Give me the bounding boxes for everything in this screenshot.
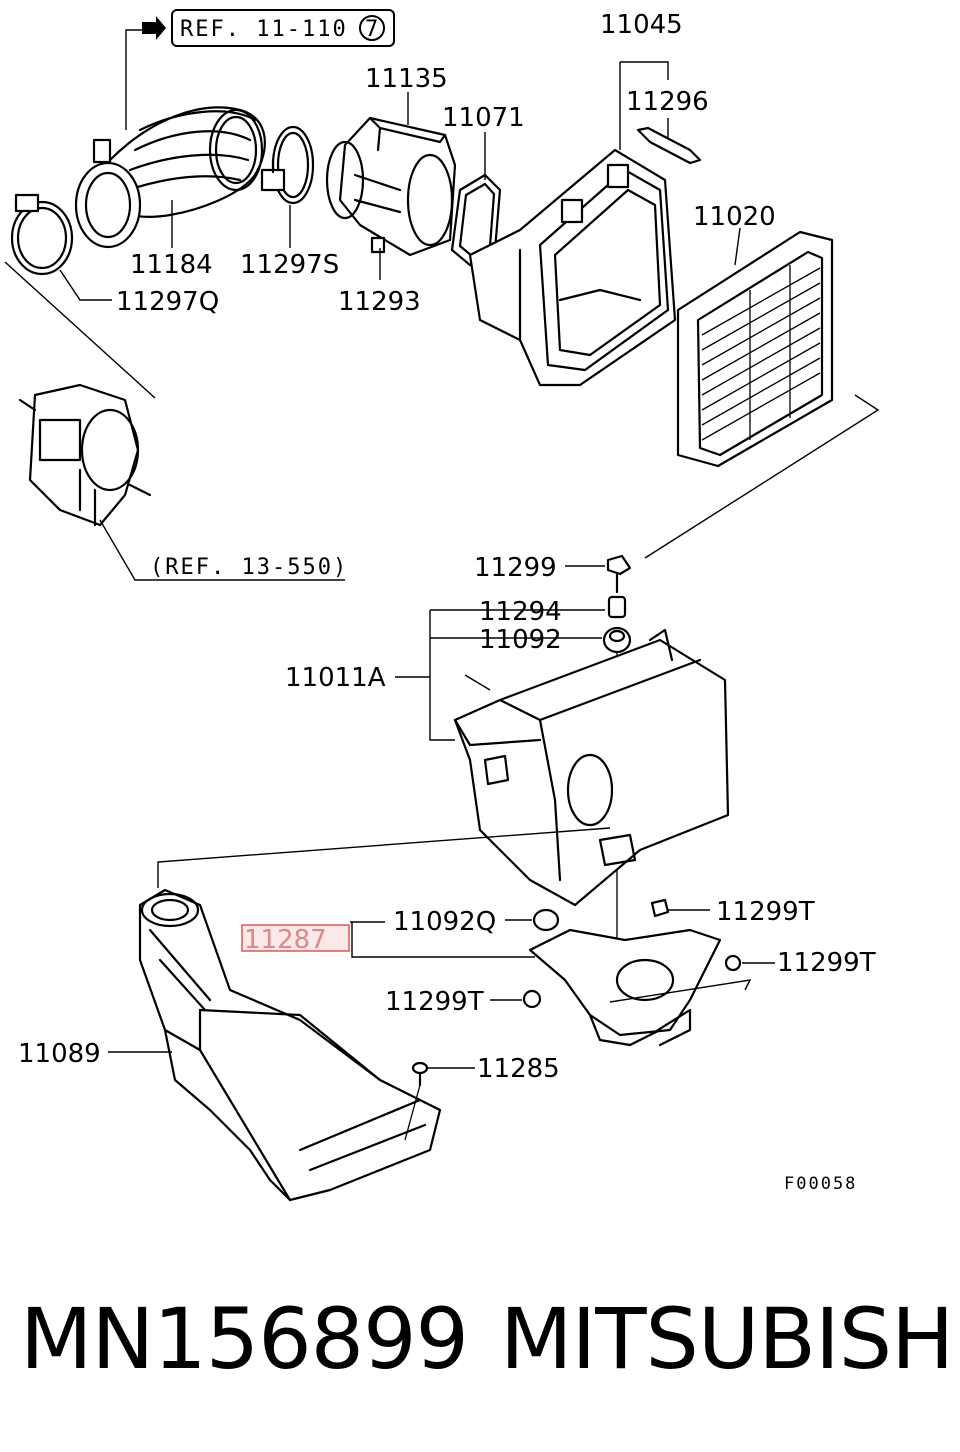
- label-11184: 11184: [130, 250, 213, 280]
- label-11071: 11071: [442, 103, 525, 133]
- air-cleaner-upper-case-11045: [468, 148, 677, 387]
- label-11092: 11092: [479, 625, 562, 655]
- throttle-body-ref-13-550: [18, 383, 152, 527]
- air-cleaner-lower-case-11011A: [453, 628, 730, 907]
- label-11296: 11296: [626, 87, 709, 117]
- grommet-11092Q: [532, 908, 560, 932]
- bolt-11299T-left: [522, 989, 542, 1009]
- label-11299T-top: 11299T: [716, 897, 815, 927]
- ref-11-110-num: 7: [365, 17, 380, 42]
- ref-13-550-label[interactable]: (REF. 13-550): [150, 555, 348, 580]
- highlight-box-11287: [241, 924, 350, 952]
- label-11011A: 11011A: [285, 663, 386, 693]
- label-11045: 11045: [600, 10, 683, 40]
- part-labels: 11045 11135 11071 11296 11184 11297S 112…: [18, 10, 876, 1194]
- bracket-11287: [528, 928, 722, 1047]
- label-11287[interactable]: 11287: [244, 925, 327, 955]
- label-11299T-left: 11299T: [385, 987, 484, 1017]
- bolt-11299T-top: [650, 898, 670, 918]
- clamp-11297Q: [10, 193, 74, 276]
- clamp-11297S: [208, 108, 315, 205]
- air-filter-11020: [676, 230, 834, 468]
- air-duct-11089: [138, 888, 442, 1202]
- ref-11-110-callout[interactable]: REF. 11-110 7: [125, 9, 395, 130]
- grommet-11092: [602, 626, 632, 654]
- clip-11296: [636, 126, 702, 165]
- label-11135: 11135: [365, 64, 448, 94]
- part-number: MN156899: [20, 1290, 469, 1388]
- airflow-sensor-11135: [325, 116, 457, 257]
- clip-11285: [411, 1061, 429, 1087]
- label-11020: 11020: [693, 202, 776, 232]
- label-11297S: 11297S: [240, 250, 339, 280]
- label-11299: 11299: [474, 553, 557, 583]
- intake-hose-11184: [74, 106, 266, 249]
- label-11297Q: 11297Q: [116, 287, 219, 317]
- label-11293: 11293: [338, 287, 421, 317]
- leader-lines: [59, 61, 775, 1069]
- label-11285: 11285: [477, 1054, 560, 1084]
- ref-11-110-label: REF. 11-110: [180, 17, 348, 42]
- bolt-11299: [606, 554, 632, 594]
- label-11299T-right: 11299T: [777, 948, 876, 978]
- label-11089: 11089: [18, 1039, 101, 1069]
- bolt-11299T-right: [724, 954, 742, 972]
- label-11294: 11294: [479, 597, 562, 627]
- label-11092Q: 11092Q: [393, 907, 496, 937]
- brand-name: MITSUBISHI: [500, 1290, 960, 1388]
- figure-code: F00058: [784, 1174, 857, 1194]
- footer: MN156899 MITSUBISHI: [0, 1290, 960, 1390]
- collar-11294: [607, 595, 627, 619]
